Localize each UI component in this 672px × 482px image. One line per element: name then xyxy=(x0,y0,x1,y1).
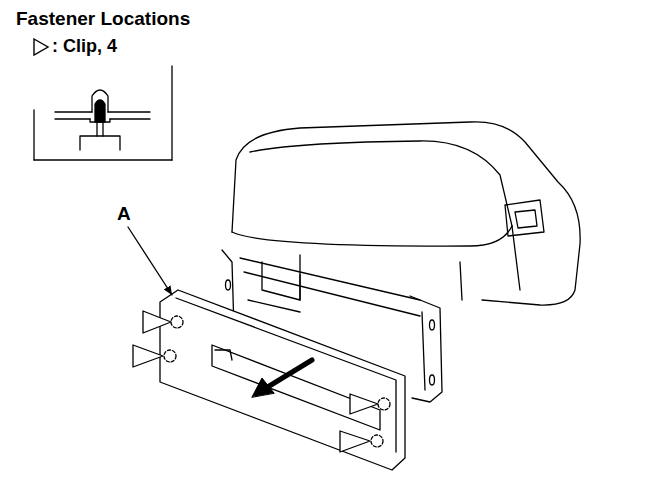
clip-detail xyxy=(55,90,150,150)
legend-entry: : Clip, 4 xyxy=(32,36,117,57)
clip-symbol xyxy=(32,37,50,57)
clip-triangles xyxy=(133,311,378,452)
page-title: Fastener Locations xyxy=(16,8,190,30)
seat-cushion xyxy=(232,122,580,305)
legend-text: : Clip, 4 xyxy=(52,36,117,57)
leader-line xyxy=(128,227,172,295)
bracket-a xyxy=(160,290,405,470)
part-label: A xyxy=(117,203,131,225)
removal-arrow xyxy=(252,360,312,397)
inset-frame xyxy=(34,66,172,160)
